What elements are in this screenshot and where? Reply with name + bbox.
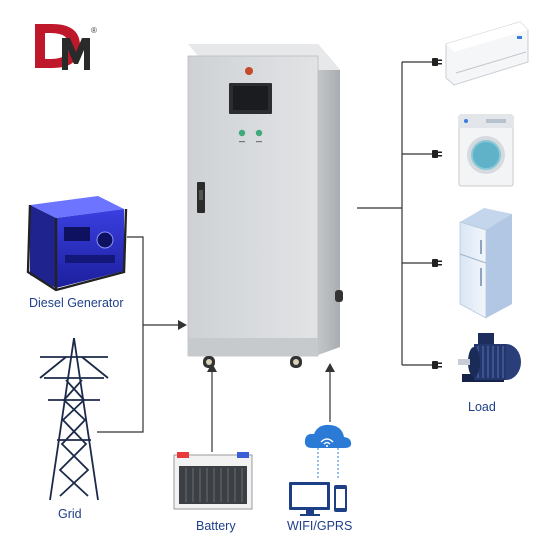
plug-icons (432, 58, 442, 369)
monitor-icon (289, 482, 330, 516)
label-grid: Grid (58, 507, 82, 521)
label-load: Load (468, 400, 496, 414)
refrigerator-icon (459, 208, 512, 319)
diesel-generator-icon (26, 196, 128, 292)
cloud-wifi-icon (304, 424, 352, 480)
air-conditioner-icon (445, 21, 529, 86)
label-wifi-gprs: WIFI/GPRS (287, 519, 353, 533)
connection-lines (97, 61, 432, 452)
inverter-cabinet-icon (187, 44, 343, 368)
label-diesel-generator: Diesel Generator (29, 296, 124, 310)
label-battery: Battery (196, 519, 236, 533)
battery-icon (173, 452, 253, 510)
brand-logo-icon (35, 24, 90, 70)
generator-line (97, 236, 144, 433)
power-tower-icon (39, 337, 109, 501)
phone-icon (334, 485, 347, 512)
registered-mark: ® (91, 26, 97, 35)
electric-motor-icon (458, 333, 521, 382)
washing-machine-icon (458, 114, 514, 187)
